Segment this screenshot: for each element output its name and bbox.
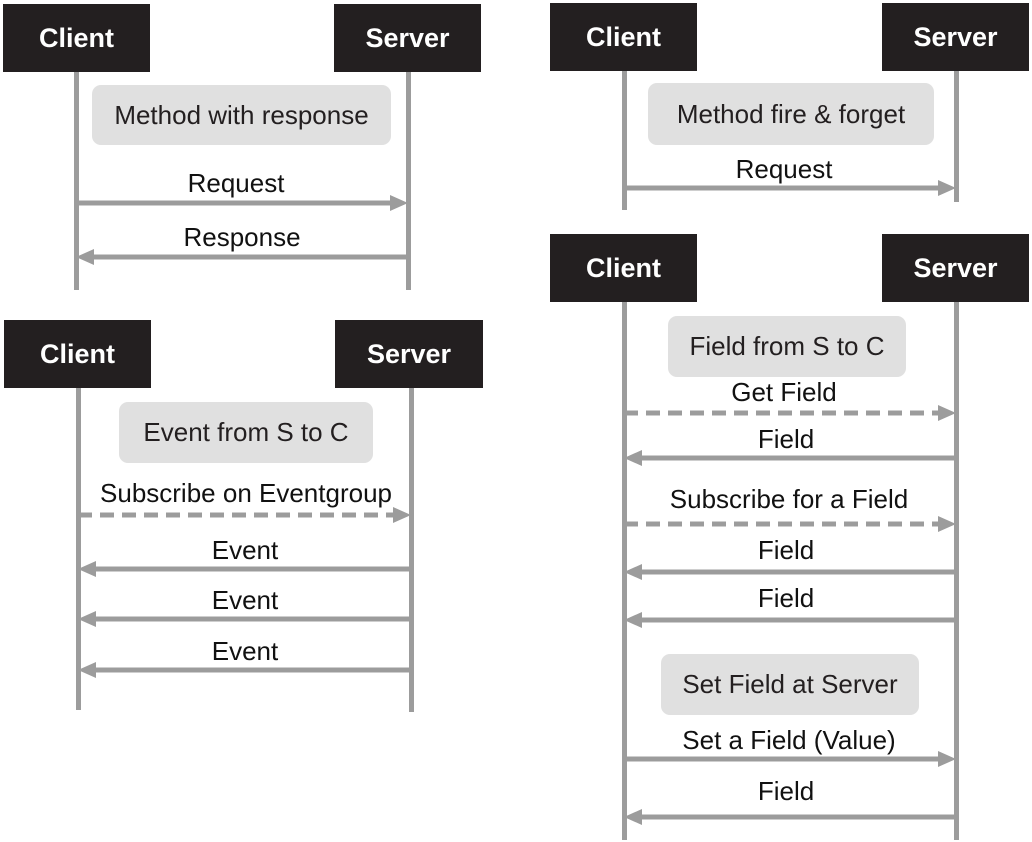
- arrowhead-icon: [76, 249, 94, 265]
- client-actor: Client: [4, 320, 151, 388]
- message-label: Field: [757, 583, 815, 613]
- server-lifeline: [954, 300, 959, 840]
- message-label: Event: [211, 535, 279, 565]
- arrowhead-icon: [624, 612, 642, 628]
- message-label: Subscribe for a Field: [669, 484, 909, 514]
- server-actor: Server: [882, 3, 1029, 71]
- client-lifeline: [74, 70, 79, 290]
- message-label: Response: [183, 222, 301, 252]
- server-actor: Server: [335, 320, 483, 388]
- note: Field from S to C: [668, 316, 906, 377]
- message-label: Set a Field (Value): [682, 725, 896, 755]
- arrowhead-icon: [78, 611, 96, 627]
- arrowhead-icon: [938, 405, 956, 421]
- message-label: Request: [187, 168, 285, 198]
- client-lifeline: [76, 386, 81, 710]
- message-label: Field: [757, 535, 815, 565]
- message-label: Event: [211, 585, 279, 615]
- arrowhead-icon: [624, 564, 642, 580]
- server-lifeline: [954, 70, 959, 202]
- server-lifeline: [409, 386, 414, 712]
- arrowhead-icon: [624, 809, 642, 825]
- client-lifeline: [622, 70, 627, 210]
- arrowhead-icon: [78, 561, 96, 577]
- client-actor: Client: [3, 4, 150, 72]
- arrowhead-icon: [938, 180, 956, 196]
- arrowhead-icon: [624, 450, 642, 466]
- message-label: Request: [735, 154, 833, 184]
- client-actor: Client: [550, 3, 697, 71]
- arrowhead-icon: [938, 751, 956, 767]
- server-actor: Server: [882, 234, 1029, 302]
- arrowhead-icon: [938, 516, 956, 532]
- server-actor: Server: [334, 4, 481, 72]
- arrowhead-icon: [390, 195, 408, 211]
- arrowhead-icon: [78, 662, 96, 678]
- client-actor: Client: [550, 234, 697, 302]
- note: Set Field at Server: [661, 654, 919, 715]
- message-label: Event: [211, 636, 279, 666]
- note: Method fire & forget: [648, 83, 934, 145]
- arrowhead-icon: [393, 507, 411, 523]
- note: Event from S to C: [119, 402, 373, 463]
- message-label: Subscribe on Eventgroup: [100, 478, 392, 508]
- message-label: Field: [757, 776, 815, 806]
- note: Method with response: [92, 85, 391, 145]
- server-lifeline: [406, 70, 411, 290]
- message-label: Get Field: [731, 377, 837, 407]
- client-lifeline: [622, 300, 627, 840]
- message-label: Field: [757, 424, 815, 454]
